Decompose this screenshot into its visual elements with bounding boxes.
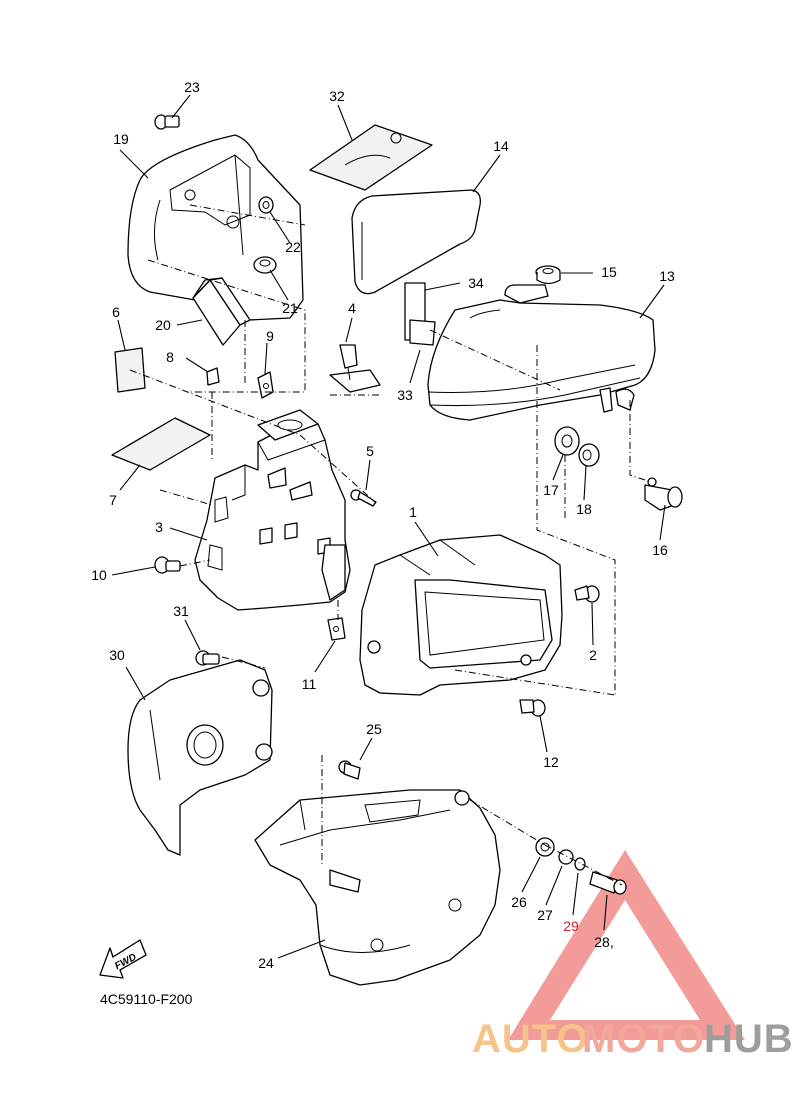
callout-32: 32 — [329, 88, 345, 104]
part-20-damper — [192, 277, 251, 346]
callout-labels: 23 19 32 14 22 21 20 6 9 4 8 34 15 13 33… — [91, 79, 675, 971]
part-15-grommet — [535, 265, 561, 285]
callout-13: 13 — [659, 268, 675, 284]
diagram-code: 4C59110-F200 — [100, 991, 193, 1007]
part-26-collar — [535, 837, 555, 857]
callout-29: 29 — [563, 918, 579, 934]
part-21-grommet — [253, 256, 277, 274]
callout-12: 12 — [543, 754, 559, 770]
part-4-bracket — [329, 344, 381, 393]
callout-30: 30 — [109, 647, 125, 663]
callout-9: 9 — [266, 328, 274, 344]
callout-15: 15 — [601, 264, 617, 280]
part-27-collar — [558, 849, 574, 865]
part-32-pad — [309, 124, 433, 191]
part-22-grommet — [258, 196, 274, 214]
callout-16: 16 — [652, 542, 668, 558]
part-28-bolt — [589, 871, 627, 895]
callout-8: 8 — [166, 349, 174, 365]
callout-1: 1 — [409, 504, 417, 520]
callout-5: 5 — [366, 443, 374, 459]
part-19-side-cover — [127, 134, 304, 321]
part-30-cover — [127, 659, 273, 856]
part-11-nut — [327, 617, 346, 641]
callout-10: 10 — [91, 567, 107, 583]
part-10-bolt — [154, 556, 181, 574]
part-3-case — [194, 409, 351, 611]
callout-4: 4 — [348, 300, 356, 316]
part-16-clamp — [644, 477, 683, 511]
part-29-washer — [574, 857, 586, 871]
callout-18: 18 — [576, 501, 592, 517]
watermark-triangle-logo — [508, 850, 745, 1040]
callout-20: 20 — [155, 317, 171, 333]
part-1-airbox — [359, 534, 563, 696]
leader-lines — [111, 94, 666, 959]
watermark-moto: MOTO — [582, 1017, 705, 1061]
callout-3: 3 — [155, 519, 163, 535]
part-5-screw — [350, 489, 377, 507]
callout-24: 24 — [258, 955, 274, 971]
part-31-bolt — [195, 650, 220, 666]
callout-26: 26 — [511, 894, 527, 910]
assembly-lines — [129, 204, 646, 886]
callout-7: 7 — [109, 492, 117, 508]
part-7-pad — [111, 417, 211, 471]
callout-17: 17 — [543, 482, 559, 498]
part-18-collar — [578, 443, 600, 467]
part-24-case — [254, 789, 501, 986]
callout-11: 11 — [302, 676, 317, 692]
part-17-grommet — [554, 426, 580, 456]
callout-14: 14 — [493, 138, 509, 154]
callout-2: 2 — [589, 647, 597, 663]
part-12-bolt — [519, 699, 546, 717]
callout-34: 34 — [468, 275, 484, 291]
watermark-hub: HUB — [704, 1017, 794, 1061]
callout-19: 19 — [113, 131, 129, 147]
callout-28: 28, — [594, 934, 613, 950]
part-2-bolt — [574, 585, 600, 603]
part-25-bolt — [338, 760, 361, 780]
callout-23: 23 — [184, 79, 200, 95]
callout-33: 33 — [397, 387, 413, 403]
callout-25: 25 — [366, 721, 382, 737]
part-9-nut — [257, 371, 274, 399]
part-23-bolt — [154, 114, 180, 130]
watermark-text: AUTO MOTO HUB — [472, 1017, 794, 1061]
part-14-element — [351, 189, 481, 295]
fwd-direction-arrow: FWD — [99, 939, 147, 979]
part-8-cushion — [206, 367, 220, 386]
part-13-cover — [427, 284, 656, 421]
callout-21: 21 — [282, 300, 298, 316]
callout-31: 31 — [173, 603, 189, 619]
callout-6: 6 — [112, 304, 120, 320]
watermark-auto: AUTO — [472, 1017, 589, 1061]
callout-27: 27 — [537, 907, 553, 923]
part-33-sponge — [409, 319, 436, 346]
callout-22: 22 — [285, 239, 301, 255]
